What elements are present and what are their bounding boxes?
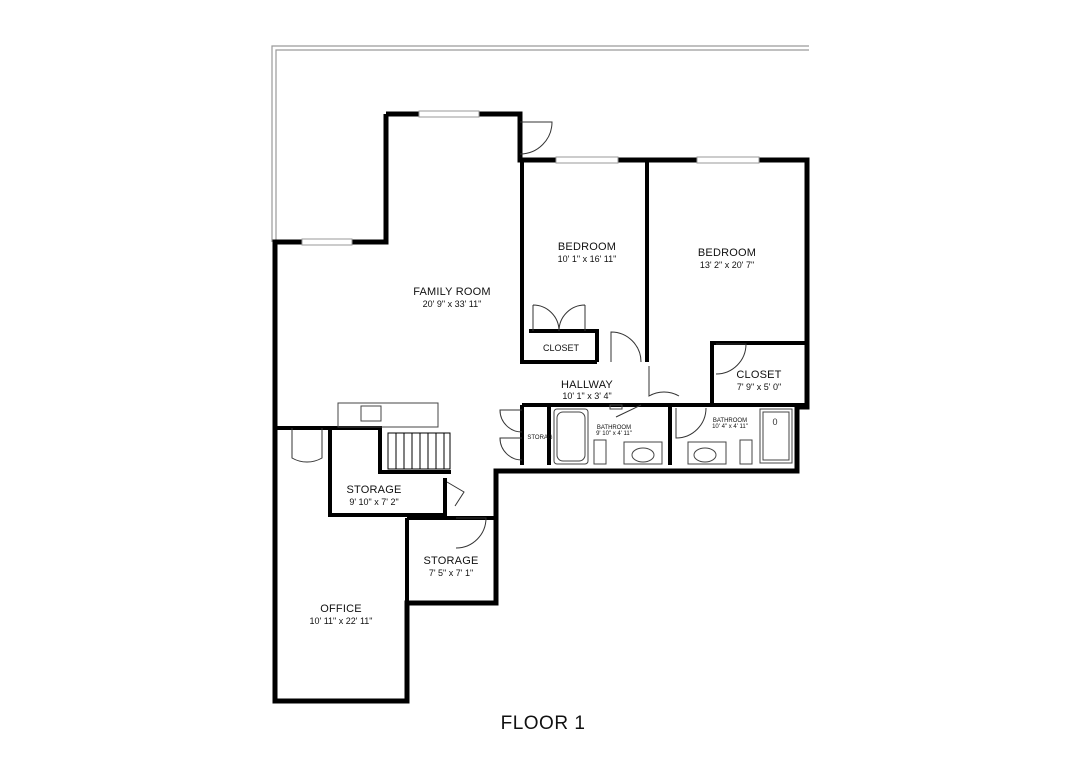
bedroom-2-name: BEDROOM: [698, 247, 756, 259]
fireplace: [337, 402, 439, 428]
vanity-2: [687, 441, 727, 465]
hallway-name: HALLWAY: [561, 379, 613, 391]
storage-1-dims: 9' 10" x 7' 2": [349, 497, 398, 507]
office-name: OFFICE: [320, 603, 362, 615]
bathtub-1: [553, 408, 589, 465]
fixtures: [337, 402, 793, 465]
deck-outline: [271, 45, 809, 242]
stairs: [387, 432, 451, 470]
bathroom-1-dims: 9' 10" x 4' 11": [596, 431, 632, 437]
bathroom-2-name: BATHROOM: [713, 418, 747, 424]
bedroom-1-dims: 10' 1" x 16' 11": [558, 254, 617, 264]
floor-title: FLOOR 1: [500, 713, 586, 734]
hallway-dims: 10' 1" x 3' 4": [562, 391, 611, 401]
closet-2-dims: 7' 9" x 5' 0": [737, 382, 781, 392]
family-room-name: FAMILY ROOM: [413, 286, 491, 298]
doors: [291, 121, 747, 549]
family-room-dims: 20' 9" x 33' 11": [423, 299, 482, 309]
bathroom-1-name: BATHROOM: [597, 425, 631, 431]
storage-small-name: STORAG: [527, 435, 553, 441]
bathroom-2-dims: 10' 4" x 4' 11": [712, 424, 748, 430]
shower-drain: 0: [772, 417, 777, 427]
storage-1-name: STORAGE: [347, 484, 402, 496]
office-dims: 10' 11" x 22' 11": [309, 616, 372, 626]
closet-2-name: CLOSET: [736, 369, 781, 381]
storage-2-dims: 7' 5" x 7' 1": [429, 568, 473, 578]
windows: [301, 110, 760, 246]
closet-1-name: CLOSET: [543, 343, 580, 353]
exterior-walls: [272, 111, 810, 704]
vanity-1: [623, 441, 663, 465]
interior-walls: [277, 160, 807, 603]
shower: [759, 408, 793, 464]
bedroom-1-name: BEDROOM: [558, 241, 616, 253]
room-labels: FAMILY ROOM 20' 9" x 33' 11" BEDROOM 10'…: [309, 241, 781, 626]
bedroom-2-dims: 13' 2" x 20' 7": [700, 260, 754, 270]
storage-2-name: STORAGE: [424, 555, 479, 567]
